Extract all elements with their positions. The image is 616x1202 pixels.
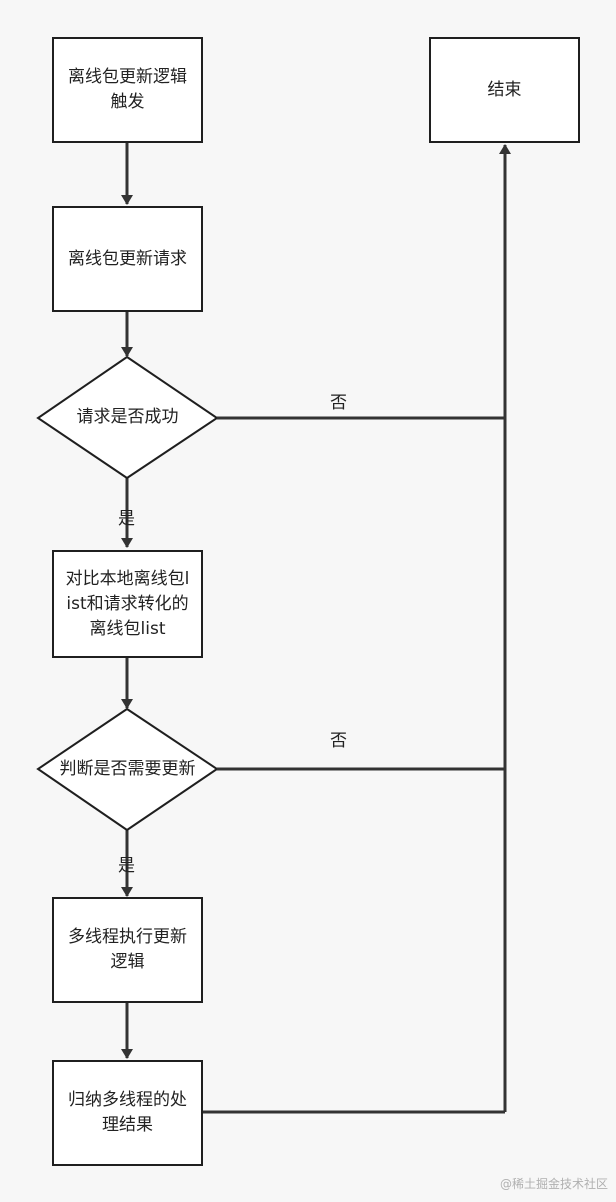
node-need-update-check-label: 判断是否需要更新 [59, 759, 196, 779]
node-summarize-label: 归纳多线程的处理结果 [68, 1090, 187, 1135]
node-request: 离线包更新请求 [52, 206, 203, 312]
node-request-label: 离线包更新请求 [68, 248, 187, 269]
node-compare-label: 对比本地离线包list和请求转化的离线包list [65, 568, 190, 639]
need-update-diamond [36, 707, 219, 832]
success-check-diamond [36, 355, 219, 480]
node-compare: 对比本地离线包list和请求转化的离线包list [52, 550, 203, 658]
node-summarize: 归纳多线程的处理结果 [52, 1060, 203, 1166]
edge-label-yes-2: 是 [118, 856, 135, 876]
node-end-label: 结束 [487, 79, 522, 100]
node-end: 结束 [429, 37, 580, 143]
node-need-update-check: 判断是否需要更新 [38, 709, 217, 830]
watermark: @稀土掘金技术社区 [499, 1177, 608, 1191]
edge-label-no-1: 否 [330, 393, 347, 413]
node-multithread-update-label: 多线程执行更新逻辑 [68, 927, 187, 972]
node-success-check-label: 请求是否成功 [76, 407, 179, 427]
node-multithread-update: 多线程执行更新逻辑 [52, 897, 203, 1003]
node-trigger: 离线包更新逻辑触发 [52, 37, 203, 143]
edge-label-no-2: 否 [330, 731, 347, 751]
edge-label-yes-1: 是 [118, 509, 135, 529]
node-trigger-label: 离线包更新逻辑触发 [68, 67, 187, 112]
node-success-check: 请求是否成功 [38, 357, 217, 478]
